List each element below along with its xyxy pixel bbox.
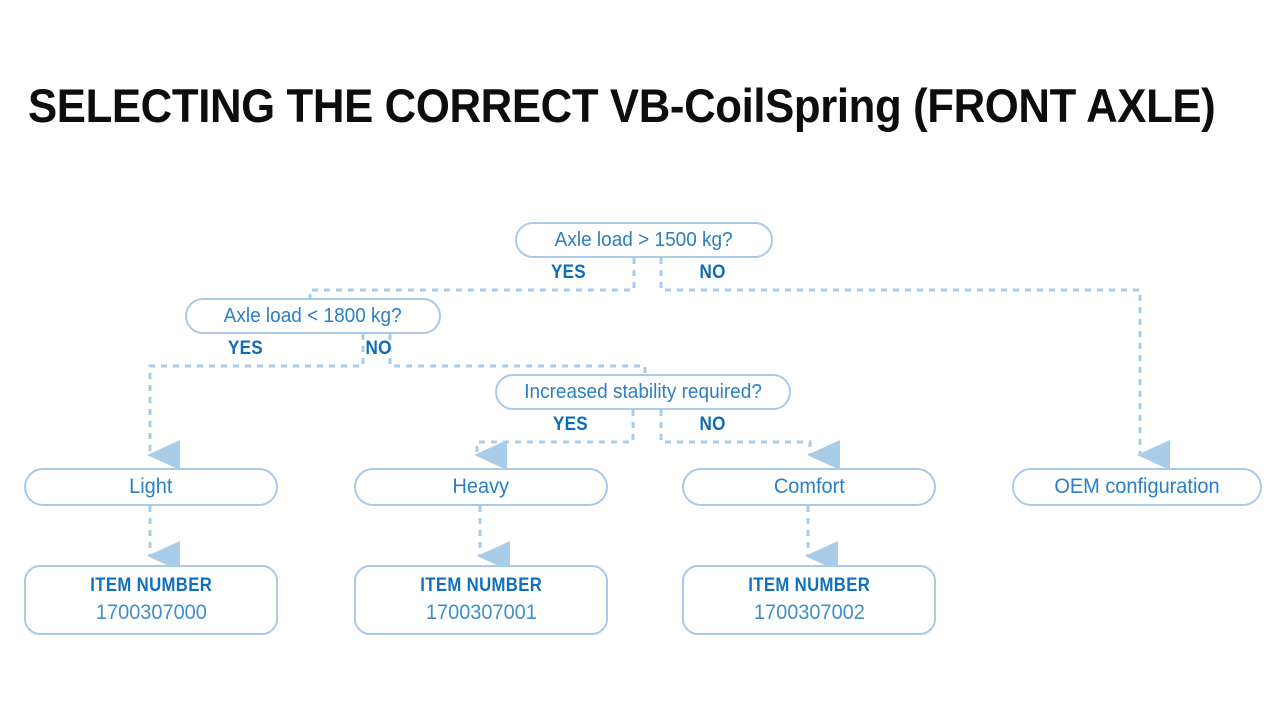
branch-label-d2-yes: YES (227, 338, 263, 359)
item-number-value: 1700307002 (753, 601, 865, 624)
item-number-card-heavy[interactable]: ITEM NUMBER 1700307001 (354, 565, 608, 635)
item-number-heading: ITEM NUMBER (90, 575, 212, 596)
page-title: SELECTING THE CORRECT VB-CoilSpring (FRO… (28, 79, 1216, 132)
branch-label-d1-yes: YES (550, 262, 586, 283)
result-light[interactable]: Light (24, 468, 278, 506)
item-number-card-comfort[interactable]: ITEM NUMBER 1700307002 (682, 565, 936, 635)
item-number-heading: ITEM NUMBER (420, 575, 542, 596)
decision-increased-stability[interactable]: Increased stability required? (495, 374, 791, 410)
result-heavy[interactable]: Heavy (354, 468, 608, 506)
result-label: Heavy (452, 475, 510, 498)
edge-d1-no (659, 258, 1170, 470)
result-comfort[interactable]: Comfort (682, 468, 936, 506)
item-number-value: 1700307001 (425, 601, 537, 624)
decision-axle-load-1500[interactable]: Axle load > 1500 kg? (515, 222, 773, 258)
item-number-card-light[interactable]: ITEM NUMBER 1700307000 (24, 565, 278, 635)
branch-label-d3-yes: YES (552, 414, 588, 435)
edge-d3-no (659, 410, 840, 470)
branch-label-d3-no: NO (699, 414, 726, 435)
decision-label: Axle load < 1800 kg? (223, 304, 403, 327)
decision-label: Increased stability required? (524, 380, 762, 403)
result-label: OEM configuration (1054, 475, 1220, 498)
decision-axle-load-1800[interactable]: Axle load < 1800 kg? (185, 298, 441, 334)
item-number-heading: ITEM NUMBER (748, 575, 870, 596)
branch-label-d2-no: NO (365, 338, 392, 359)
result-label: Light (129, 475, 173, 498)
decision-label: Axle load > 1500 kg? (554, 228, 734, 251)
edge-d2-no (388, 334, 647, 378)
result-label: Comfort (773, 475, 845, 498)
result-oem-configuration[interactable]: OEM configuration (1012, 468, 1262, 506)
item-number-value: 1700307000 (95, 601, 207, 624)
branch-label-d1-no: NO (699, 262, 726, 283)
